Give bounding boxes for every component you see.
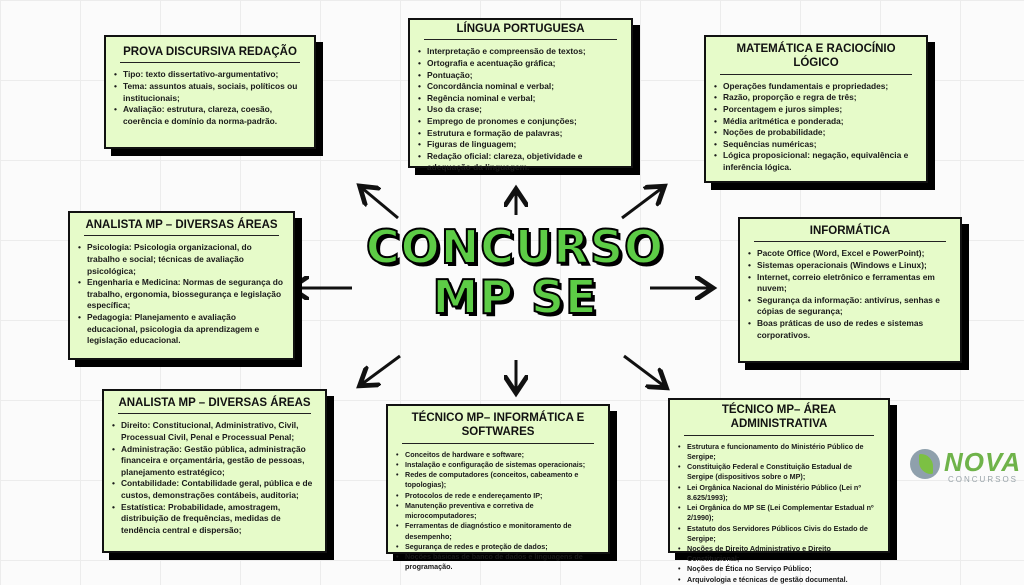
box-tecnico-informatica: TÉCNICO MP– INFORMÁTICA E SOFTWARES Conce… xyxy=(386,404,610,571)
list-item: Operações fundamentais e propriedades; xyxy=(714,81,918,93)
list-item: Uso da crase; xyxy=(418,104,623,116)
list-item: Redação oficial: clareza, objetividade e… xyxy=(418,151,623,174)
box-analista-areas-2: ANALISTA MP – DIVERSAS ÁREAS Direito: Con… xyxy=(102,389,327,553)
list-item: Ortografia e acentuação gráfica; xyxy=(418,58,623,70)
list-item: Tipo: texto dissertativo-argumentativo; xyxy=(114,69,306,81)
topic-list: Estrutura e funcionamento do Ministério … xyxy=(678,442,880,585)
list-item: Avaliação: estrutura, clareza, coesão, c… xyxy=(114,104,306,127)
list-item: Lei Orgânica do MP SE (Lei Complementar … xyxy=(678,503,880,523)
arrow-up-left xyxy=(362,188,399,220)
list-item: Direito: Constitucional, Administrativo,… xyxy=(112,420,317,443)
list-item: Lei Orgânica Nacional do Ministério Públ… xyxy=(678,483,880,503)
box-title: ANALISTA MP – DIVERSAS ÁREAS xyxy=(118,396,311,415)
list-item: Estrutura e formação de palavras; xyxy=(418,128,623,140)
list-item: Lógica proposicional: negação, equivalên… xyxy=(714,150,918,173)
topic-list: Operações fundamentais e propriedades;Ra… xyxy=(714,81,918,174)
list-item: Pacote Office (Word, Excel e PowerPoint)… xyxy=(748,248,952,260)
list-item: Noções de Ética no Serviço Público; xyxy=(678,564,880,574)
list-item: Segurança de redes e proteção de dados; xyxy=(396,542,600,552)
list-item: Manutenção preventiva e corretiva de mic… xyxy=(396,501,600,521)
list-item: Tema: assuntos atuais, sociais, político… xyxy=(114,81,306,104)
list-item: Pedagogia: Planejamento e avaliação educ… xyxy=(78,312,285,347)
logo-name: NOVA xyxy=(944,447,1022,477)
box-title: TÉCNICO MP– INFORMÁTICA E SOFTWARES xyxy=(402,411,594,444)
box-title: PROVA DISCURSIVA REDAÇÃO xyxy=(120,45,300,64)
list-item: Internet, correio eletrônico e ferrament… xyxy=(748,272,952,295)
box-lingua-portuguesa: LÍNGUA PORTUGUESA Interpretação e compree… xyxy=(408,18,633,172)
title-line-1: CONCURSO xyxy=(365,220,665,274)
box-title: ANALISTA MP – DIVERSAS ÁREAS xyxy=(84,218,279,237)
list-item: Sistemas operacionais (Windows e Linux); xyxy=(748,260,952,272)
list-item: Contabilidade: Contabilidade geral, públ… xyxy=(112,478,317,501)
list-item: Noções básicas de banco de dados e lingu… xyxy=(396,552,600,572)
main-title: CONCURSO MP SE xyxy=(350,220,680,324)
list-item: Estrutura e funcionamento do Ministério … xyxy=(678,442,880,462)
list-item: Noções de Direito Administrativo e Direi… xyxy=(678,544,880,564)
list-item: Emprego de pronomes e conjunções; xyxy=(418,116,623,128)
arrow-up-right xyxy=(621,188,662,220)
box-matematica: MATEMÁTICA E RACIOCÍNIO LÓGICO Operações … xyxy=(704,35,928,183)
list-item: Razão, proporção e regra de três; xyxy=(714,92,918,104)
list-item: Conceitos de hardware e software; xyxy=(396,450,600,460)
list-item: Boas práticas de uso de redes e sistemas… xyxy=(748,318,952,341)
list-item: Redes de computadores (conceitos, cabeam… xyxy=(396,470,600,490)
list-item: Arquivologia e técnicas de gestão docume… xyxy=(678,575,880,585)
box-title: LÍNGUA PORTUGUESA xyxy=(424,22,617,41)
list-item: Concordância nominal e verbal; xyxy=(418,81,623,93)
list-item: Estatística: Probabilidade, amostragem, … xyxy=(112,502,317,537)
topic-list: Tipo: texto dissertativo-argumentativo;T… xyxy=(114,69,306,127)
list-item: Regência nominal e verbal; xyxy=(418,93,623,105)
list-item: Instalação e configuração de sistemas op… xyxy=(396,460,600,470)
box-analista-areas-1: ANALISTA MP – DIVERSAS ÁREAS Psicologia: … xyxy=(68,211,295,360)
list-item: Ferramentas de diagnóstico e monitoramen… xyxy=(396,521,600,541)
list-item: Engenharia e Medicina: Normas de seguran… xyxy=(78,277,285,312)
topic-list: Conceitos de hardware e software;Instala… xyxy=(396,450,600,573)
box-title: INFORMÁTICA xyxy=(754,224,946,243)
logo-leaf-icon xyxy=(910,449,940,479)
box-tecnico-administrativa: TÉCNICO MP– ÁREA ADMINISTRATIVA Estrutura… xyxy=(668,398,890,585)
arrow-down-left xyxy=(362,354,401,384)
arrow-down-right xyxy=(623,354,664,386)
topic-list: Psicologia: Psicologia organizacional, d… xyxy=(78,242,285,346)
topic-list: Direito: Constitucional, Administrativo,… xyxy=(112,420,317,536)
box-informatica: INFORMÁTICA Pacote Office (Word, Excel e … xyxy=(738,217,962,363)
list-item: Administração: Gestão pública, administr… xyxy=(112,444,317,479)
box-title: TÉCNICO MP– ÁREA ADMINISTRATIVA xyxy=(684,403,874,436)
box-title: MATEMÁTICA E RACIOCÍNIO LÓGICO xyxy=(720,42,912,75)
list-item: Segurança da informação: antivírus, senh… xyxy=(748,295,952,318)
list-item: Sequências numéricas; xyxy=(714,139,918,151)
topic-list: Pacote Office (Word, Excel e PowerPoint)… xyxy=(748,248,952,341)
list-item: Psicologia: Psicologia organizacional, d… xyxy=(78,242,285,277)
list-item: Figuras de linguagem; xyxy=(418,139,623,151)
list-item: Constituição Federal e Constituição Esta… xyxy=(678,462,880,482)
list-item: Noções de probabilidade; xyxy=(714,127,918,139)
list-item: Estatuto dos Servidores Públicos Civis d… xyxy=(678,524,880,544)
list-item: Porcentagem e juros simples; xyxy=(714,104,918,116)
list-item: Protocolos de rede e endereçamento IP; xyxy=(396,491,600,501)
list-item: Pontuação; xyxy=(418,70,623,82)
list-item: Interpretação e compreensão de textos; xyxy=(418,46,623,58)
list-item: Média aritmética e ponderada; xyxy=(714,116,918,128)
topic-list: Interpretação e compreensão de textos;Or… xyxy=(418,46,623,174)
box-redacao: PROVA DISCURSIVA REDAÇÃO Tipo: texto diss… xyxy=(104,35,316,149)
nova-concursos-logo: NOVA CONCURSOS xyxy=(908,447,1020,487)
logo-subtitle: CONCURSOS xyxy=(948,475,1019,484)
title-line-2: MP SE xyxy=(431,270,598,324)
